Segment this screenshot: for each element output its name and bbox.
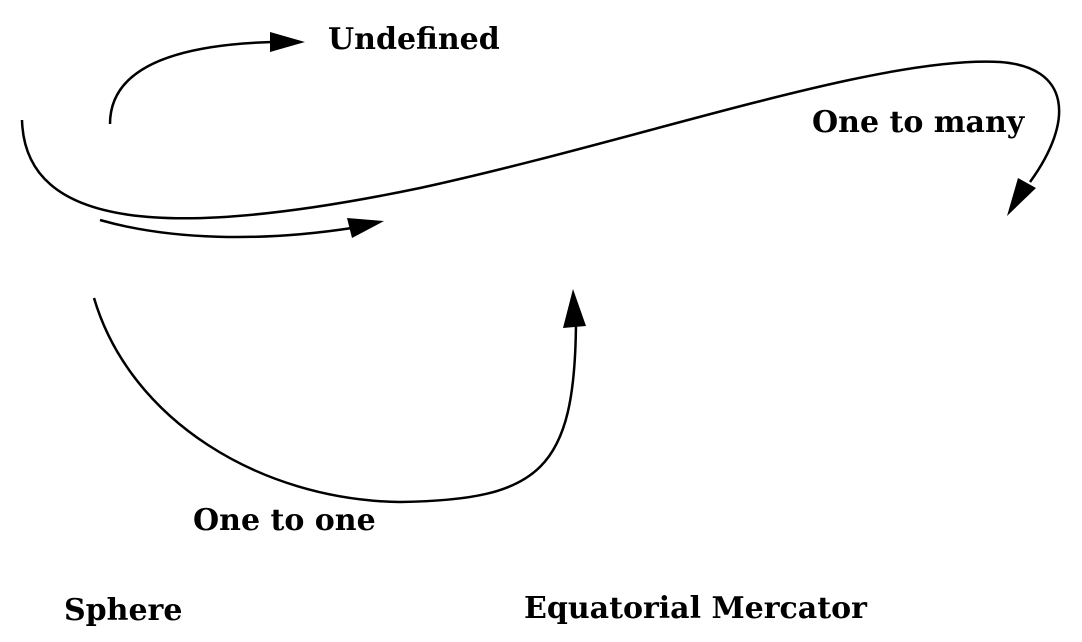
label-equatorial-mercator: Equatorial Mercator	[524, 591, 867, 626]
label-one-to-many: One to many	[812, 105, 1025, 140]
arrow-undefined	[108, 32, 305, 125]
label-undefined: Undefined	[328, 22, 500, 57]
arrow-one-to-many-head	[1007, 178, 1036, 216]
label-sphere: Sphere	[64, 593, 183, 628]
arrow-short-right-head	[347, 218, 384, 238]
arrow-undefined-head	[270, 32, 305, 52]
arrow-short-right-curve	[99, 218, 353, 239]
label-one-to-one: One to one	[193, 503, 376, 538]
arrow-short-right	[99, 218, 384, 239]
arrow-one-to-one-head	[563, 289, 586, 328]
arrow-undefined-curve	[108, 40, 273, 125]
arrow-one-to-one	[92, 289, 586, 504]
arrow-one-to-one-curve	[92, 297, 578, 504]
arrow-one-to-many-curve	[20, 60, 1061, 220]
arrow-one-to-many	[20, 60, 1061, 220]
